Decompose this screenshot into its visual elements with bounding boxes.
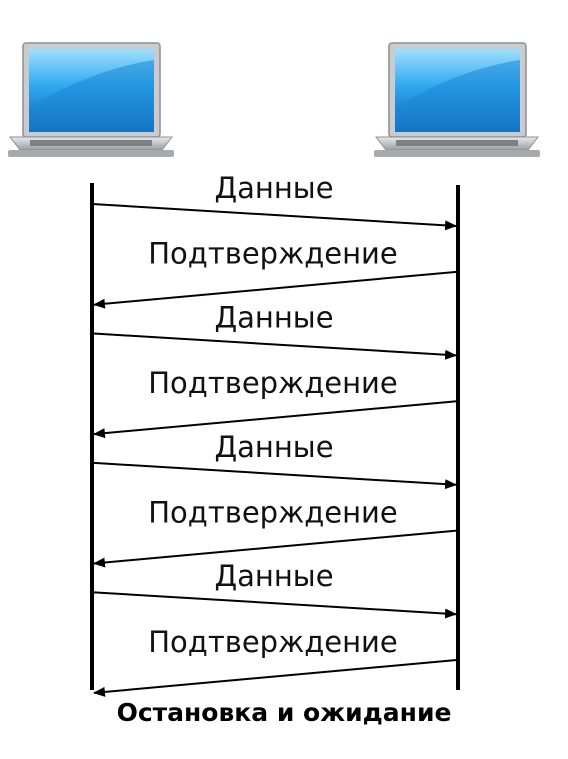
ack-arrow [93, 529, 459, 568]
data-arrow [91, 591, 457, 619]
ack-label: Подтверждение [148, 496, 398, 530]
data-arrow [91, 332, 457, 360]
data-arrow [91, 461, 457, 490]
message-group: ДанныеПодтверждениеДанныеПодтверждениеДа… [91, 171, 459, 697]
data-label: Данные [214, 430, 333, 464]
data-label: Данные [214, 559, 333, 593]
data-label: Данные [214, 171, 333, 205]
ack-arrow [93, 400, 459, 439]
left-laptop-icon [8, 42, 174, 157]
right-laptop-icon [374, 42, 540, 157]
ack-arrow [93, 658, 459, 697]
diagram-caption: Остановка и ожидание [116, 698, 452, 727]
ack-label: Подтверждение [148, 366, 398, 400]
data-label: Данные [214, 300, 333, 334]
data-arrow [91, 203, 457, 231]
ack-label: Подтверждение [148, 625, 398, 659]
ack-arrow [93, 270, 459, 309]
ack-label: Подтверждение [148, 237, 398, 271]
